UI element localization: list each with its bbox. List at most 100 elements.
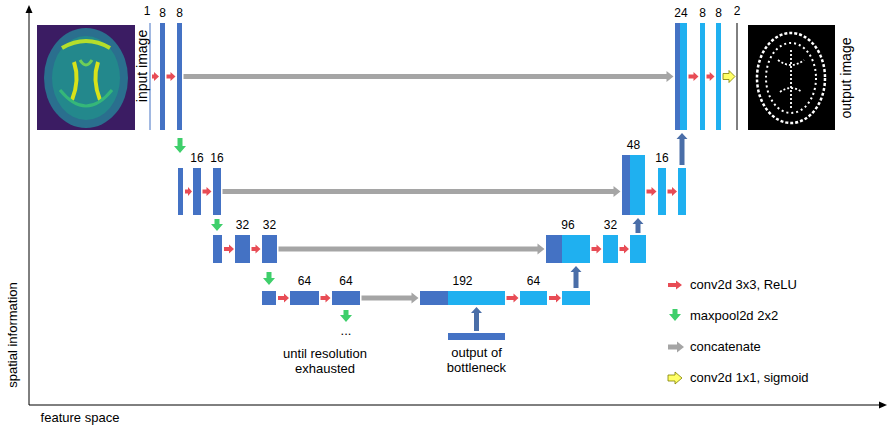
- feature-blocks: [178, 168, 686, 305]
- sigmoid-arrow: [723, 71, 735, 83]
- up-arrows: [571, 133, 688, 288]
- conv-arrow: [668, 187, 678, 196]
- brain-tract: [62, 41, 110, 48]
- channel-count: 8: [176, 7, 183, 20]
- up-arrow: [471, 307, 482, 331]
- axis-line: [29, 12, 30, 405]
- channel-count: 32: [263, 219, 276, 232]
- feature-block: 8: [177, 23, 182, 130]
- output-mask-image: [748, 25, 835, 130]
- ellipsis: ...: [341, 324, 352, 339]
- channel-count: 8: [159, 7, 166, 20]
- channel-count: 16: [655, 152, 668, 165]
- channel-count: 64: [339, 275, 352, 288]
- image-label: input image: [134, 30, 150, 102]
- image-ground: [748, 25, 835, 130]
- legend-pool-sample: [669, 309, 681, 321]
- conv-arrow: [707, 72, 715, 81]
- channel-count: 8: [715, 7, 722, 20]
- axis-head: [26, 5, 33, 13]
- up-arrow: [633, 218, 644, 233]
- channel-count: 64: [527, 275, 540, 288]
- axes: [26, 5, 888, 409]
- conv-arrow: [167, 72, 176, 81]
- channel-count: 32: [604, 219, 617, 232]
- legend-text: conv2d 3x3, ReLU: [690, 277, 797, 292]
- input-brain-image: [37, 25, 135, 130]
- feature-block: 8: [160, 23, 165, 130]
- conv-arrow: [278, 294, 289, 303]
- legend-concat-sample: [668, 342, 684, 353]
- pool-arrow: [340, 310, 352, 322]
- conv-arrow: [549, 294, 561, 303]
- bottleneck-block: output of bottleneck: [448, 333, 505, 340]
- pool-arrow: [263, 272, 275, 285]
- conv-arrow: [185, 187, 192, 196]
- mask-contour: [766, 43, 816, 113]
- feature-block: 96: [546, 235, 590, 263]
- feature-block: 48: [622, 155, 645, 215]
- concat-arrow: [362, 293, 419, 304]
- feature-block: 32: [603, 235, 618, 263]
- conv-arrow: [592, 245, 602, 254]
- feature-block: 16: [658, 168, 666, 215]
- feature-block: 64: [520, 291, 547, 305]
- legend-text: conv2d 1x1, sigmoid: [690, 370, 809, 385]
- feature-block: 24: [675, 23, 687, 130]
- legend-samples: [668, 281, 684, 385]
- channel-count: 16: [210, 152, 223, 165]
- decoder-block: [562, 291, 590, 305]
- conv-arrow: [507, 294, 519, 303]
- legend-conv-sample: [668, 281, 682, 290]
- pooled-block: [213, 235, 222, 263]
- brain-tract: [80, 60, 92, 65]
- conv-arrows: [152, 72, 677, 303]
- feature-block: 8: [716, 23, 721, 130]
- channel-count: 32: [236, 219, 249, 232]
- feature-block: 16: [213, 168, 221, 215]
- feature-block: 64: [290, 291, 319, 305]
- channel-count: 8: [699, 7, 706, 20]
- feature-block: 8: [700, 23, 705, 130]
- conv-arrow: [224, 245, 234, 254]
- pooled-block: [178, 168, 183, 215]
- axis-label: spatial information: [6, 282, 21, 388]
- legend-sigmoid-sample: [668, 372, 682, 384]
- up-arrow: [677, 133, 688, 165]
- channel-count: 1: [144, 5, 151, 19]
- conv-arrow: [203, 187, 212, 196]
- channel-count: 16: [190, 152, 203, 165]
- mask-contour: [757, 33, 825, 123]
- image-label: output image: [838, 38, 854, 119]
- axis-line: [29, 405, 880, 406]
- feature-block: 32: [235, 235, 250, 263]
- legend-text: maxpool2d 2x2: [690, 308, 778, 323]
- axis-head: [879, 402, 887, 409]
- note-text: until resolution exhausted: [269, 347, 381, 377]
- up-arrow: [571, 266, 582, 288]
- decoder-block: [678, 168, 686, 215]
- feature-block: 64: [332, 291, 360, 305]
- decoder-block: [630, 235, 646, 263]
- brain-shape: [44, 28, 128, 128]
- output-channel-line: [737, 23, 738, 130]
- channel-count: 192: [452, 275, 472, 288]
- pool-arrow: [211, 219, 223, 231]
- feature-block: 32: [262, 235, 277, 263]
- channel-count: 24: [674, 7, 687, 20]
- feature-block: 16: [193, 168, 201, 215]
- mask-contour: [778, 50, 804, 108]
- conv-arrow: [689, 72, 699, 81]
- pool-arrows: [174, 138, 352, 322]
- channel-count: 48: [627, 139, 640, 152]
- conv-arrow: [252, 245, 261, 254]
- brain-tract: [60, 90, 112, 106]
- conv-arrow: [321, 294, 331, 303]
- brain-shape: [52, 36, 120, 120]
- pool-arrow: [174, 138, 186, 153]
- concat-arrow: [223, 186, 621, 197]
- channel-count: 64: [298, 275, 311, 288]
- concat-arrow: [279, 244, 545, 255]
